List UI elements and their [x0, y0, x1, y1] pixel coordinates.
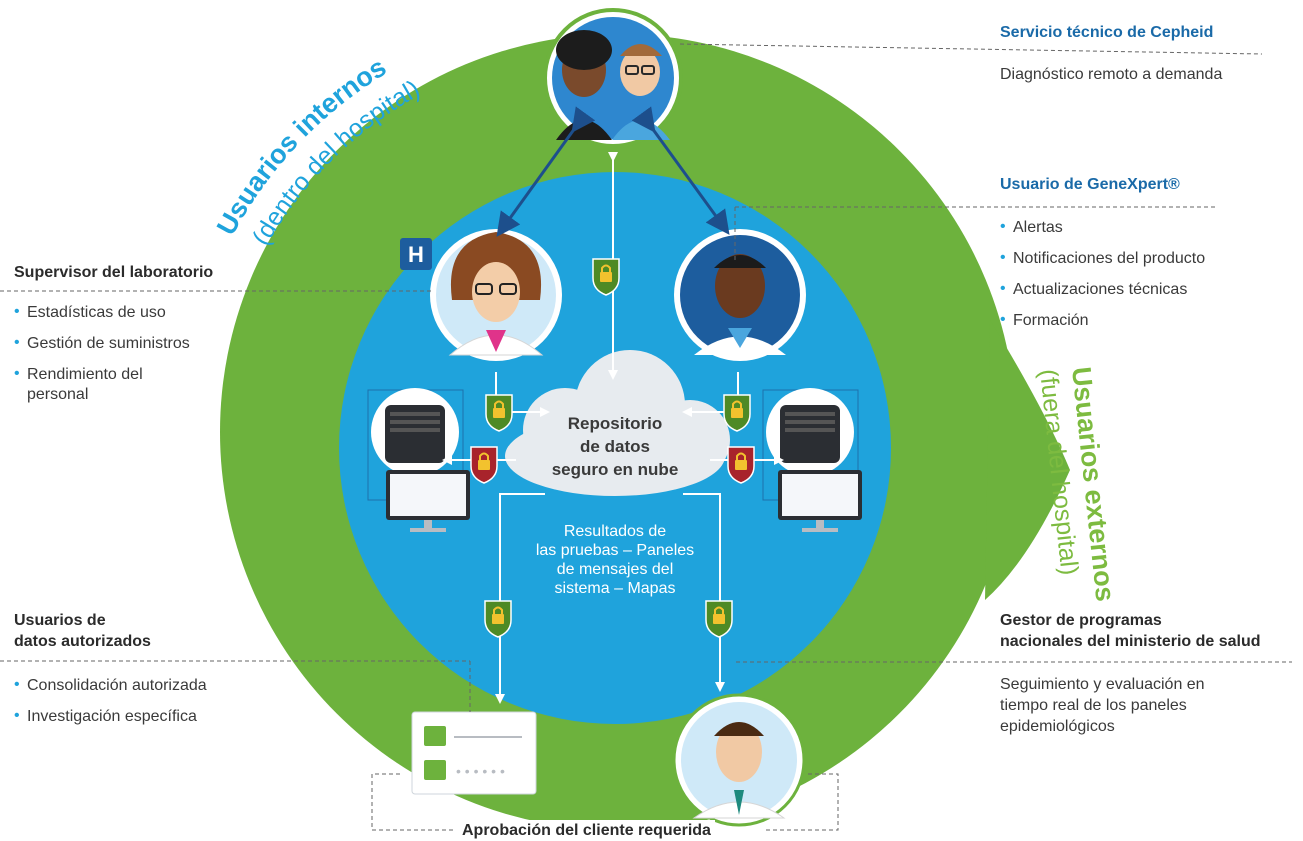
footer-approval: Aprobación del cliente requerida [458, 820, 715, 841]
cloud-contents-line: Resultados de [563, 523, 667, 540]
genexpert-user-avatar [674, 229, 806, 361]
authorized-title-line2: datos autorizados [14, 633, 151, 650]
authorized-item: Consolidación autorizada [14, 675, 207, 696]
left-genexpert-instrument [367, 388, 464, 501]
cloud-title-line2: de datos [580, 437, 650, 456]
cloud-contents-line: de mensajes del [556, 561, 674, 578]
cepheid-detail: Diagnóstico remoto a demanda [1000, 66, 1223, 83]
ministry-title-line2: nacionales del ministerio de salud [1000, 633, 1261, 650]
supervisor-item: Rendimiento del personal [14, 364, 204, 405]
genexpert-item: Formación [1000, 310, 1205, 331]
supervisor-title: Supervisor del laboratorio [14, 264, 214, 281]
genexpert-list: Alertas Notificaciones del producto Actu… [1000, 217, 1205, 342]
ministry-detail-line1: Seguimiento y evaluación en [1000, 676, 1205, 693]
authorized-item: Investigación específica [14, 706, 207, 727]
cloud-title-line3: seguro en nube [551, 460, 679, 479]
login-card: • • • • • • [411, 711, 537, 795]
ministry-detail: Seguimiento y evaluación en tiempo real … [1000, 674, 1205, 737]
right-dashboard-monitor [778, 470, 862, 532]
authorized-title-line1: Usuarios de [14, 612, 106, 629]
cloud-title: Repositorio de datos seguro en nube [525, 412, 705, 481]
supervisor-item: Estadísticas de uso [14, 302, 204, 323]
lab-supervisor-avatar [430, 229, 562, 361]
ministry-manager-avatar [672, 693, 806, 827]
authorized-title: Usuarios de datos autorizados [14, 610, 151, 652]
svg-text:• • • • • •: • • • • • • [456, 763, 505, 779]
dashed-connectors [0, 43, 1292, 831]
left-dashboard-monitor [386, 470, 470, 532]
genexpert-item: Notificaciones del producto [1000, 248, 1205, 269]
hospital-badge-letter: H [408, 242, 424, 267]
authorized-list: Consolidación autorizada Investigación e… [14, 675, 207, 738]
ministry-detail-line2: tiempo real de los paneles [1000, 697, 1187, 714]
genexpert-item: Actualizaciones técnicas [1000, 279, 1205, 300]
hospital-badge: H [400, 238, 432, 270]
genexpert-title: Usuario de GeneXpert® [1000, 176, 1180, 193]
external-users-label: Usuarios externos (fuera del hospital) [1034, 365, 1120, 602]
cloud-contents-line: sistema – Mapas [554, 580, 676, 597]
genexpert-item: Alertas [1000, 217, 1205, 238]
ministry-title-line1: Gestor de programas [1000, 612, 1162, 629]
secure-cloud [505, 350, 730, 496]
supervisor-list: Estadísticas de uso Gestión de suministr… [14, 302, 204, 416]
cepheid-support-avatar [543, 8, 683, 148]
cloud-title-line1: Repositorio [567, 414, 663, 433]
supervisor-item: Gestión de suministros [14, 333, 204, 354]
cloud-contents: Resultados de las pruebas – Paneles de m… [520, 522, 710, 598]
ministry-title: Gestor de programas nacionales del minis… [1000, 610, 1261, 652]
cloud-contents-line: las pruebas – Paneles [535, 542, 695, 559]
right-genexpert-instrument [762, 388, 859, 501]
ministry-detail-line3: epidemiológicos [1000, 718, 1115, 735]
cepheid-title: Servicio técnico de Cepheid [1000, 24, 1214, 41]
